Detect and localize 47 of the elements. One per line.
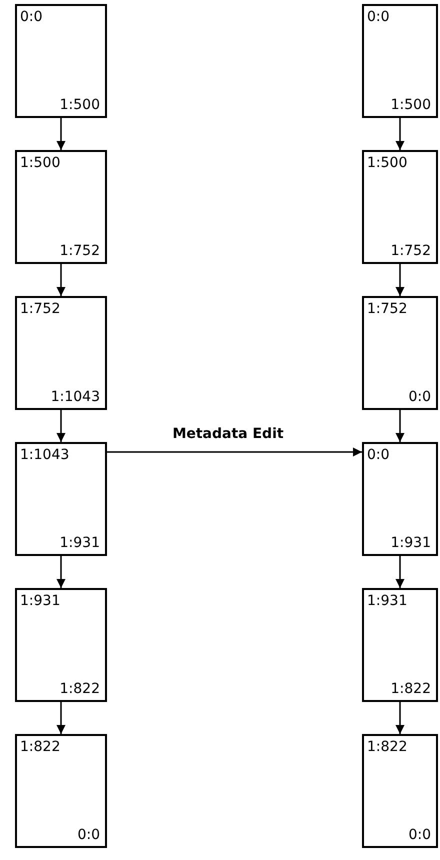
arrow [56, 702, 66, 734]
block-box [15, 150, 107, 264]
arrow [56, 556, 66, 588]
block-box [362, 150, 438, 264]
start-value-label: 1:822 [367, 739, 408, 755]
arrow [56, 410, 66, 442]
end-value-label: 0:0 [408, 389, 431, 405]
start-value-label: 1:752 [367, 301, 408, 317]
block-box [15, 588, 107, 702]
start-value-label: 0:0 [367, 9, 390, 25]
arrow [396, 118, 404, 150]
end-value-label: 1:822 [60, 681, 100, 697]
arrow [56, 264, 66, 296]
block-box [362, 296, 438, 410]
end-value-label: 1:931 [390, 535, 431, 551]
block-box [15, 734, 107, 848]
start-value-label: 1:1043 [20, 447, 70, 463]
end-value-label: 1:500 [390, 97, 431, 113]
arrow [56, 118, 66, 150]
start-value-label: 0:0 [367, 447, 390, 463]
end-value-label: 0:0 [408, 827, 431, 843]
block-box [362, 4, 438, 118]
start-value-label: 1:500 [20, 155, 60, 171]
start-value-label: 1:752 [20, 301, 60, 317]
end-value-label: 1:500 [60, 97, 100, 113]
end-value-label: 1:1043 [50, 389, 100, 405]
arrow [396, 702, 404, 734]
arrow [396, 410, 404, 442]
end-value-label: 1:822 [390, 681, 431, 697]
block-box [362, 588, 438, 702]
block-box [15, 442, 107, 556]
block-box [15, 4, 107, 118]
arrow [107, 448, 362, 456]
end-value-label: 0:0 [77, 827, 100, 843]
end-value-label: 1:752 [390, 243, 431, 259]
arrow [396, 556, 404, 588]
start-value-label: 1:500 [367, 155, 408, 171]
arrow [396, 264, 404, 296]
start-value-label: 1:822 [20, 739, 60, 755]
end-value-label: 1:931 [60, 535, 100, 551]
block-box [362, 734, 438, 848]
block-box [15, 296, 107, 410]
start-value-label: 1:931 [367, 593, 408, 609]
start-value-label: 1:931 [20, 593, 60, 609]
block-box [362, 442, 438, 556]
end-value-label: 1:752 [60, 243, 100, 259]
start-value-label: 0:0 [20, 9, 43, 25]
